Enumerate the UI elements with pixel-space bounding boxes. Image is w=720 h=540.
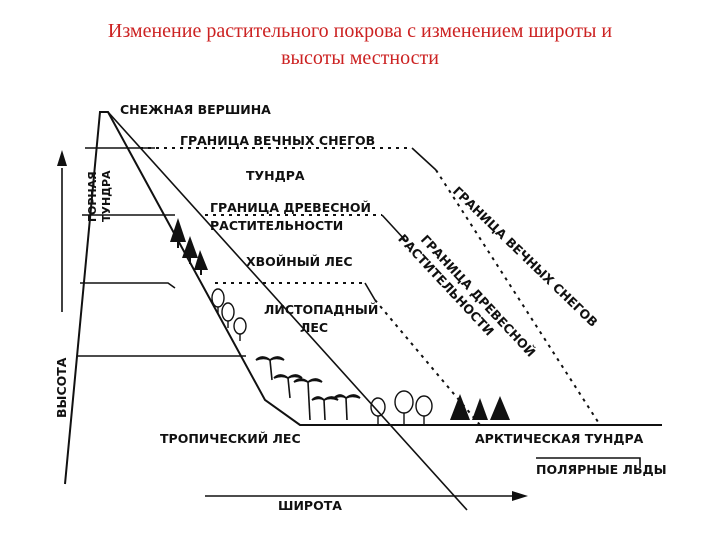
- arrow-up-icon: [57, 150, 67, 166]
- label-tree-line-1: ГРАНИЦА ДРЕВЕСНОЙ: [210, 200, 371, 215]
- axis-x-label: ШИРОТА: [278, 498, 342, 513]
- label-arctic-tundra: АРКТИЧЕСКАЯ ТУНДРА: [475, 431, 644, 446]
- label-mountain-tundra: ГОРНАЯ ТУНДРА: [86, 170, 113, 222]
- label-snow-line: ГРАНИЦА ВЕЧНЫХ СНЕГОВ: [180, 133, 375, 148]
- label-tree-line-2: РАСТИТЕЛЬНОСТИ: [210, 218, 343, 233]
- mountain-right-slope: [107, 111, 468, 511]
- label-tropical: ТРОПИЧЕСКИЙ ЛЕС: [160, 431, 301, 446]
- label-deciduous-1: ЛИСТОПАДНЫЙ: [264, 302, 378, 317]
- deciduous-tree-icon: [211, 288, 247, 341]
- polar-ice-bracket: [536, 457, 641, 468]
- conifer-tree-icon: [170, 218, 208, 275]
- palm-tree-icon: [255, 356, 361, 421]
- arrow-right-icon: [512, 491, 528, 501]
- label-polar-ice: ПОЛЯРНЫЕ ЛЬДЫ: [536, 462, 667, 477]
- slide-title: Изменение растительного покрова с измене…: [0, 18, 720, 72]
- label-deciduous-2: ЛЕС: [300, 320, 328, 335]
- tree-boundary-right: [381, 214, 406, 241]
- conifer-tree-icon: [450, 394, 510, 420]
- label-coniferous: ХВОЙНЫЙ ЛЕС: [246, 254, 353, 269]
- title-line-2: высоты местности: [281, 47, 439, 69]
- title-line-1: Изменение растительного покрова с измене…: [107, 20, 613, 42]
- latitude-snow-line-dash: [435, 169, 601, 426]
- axis-y-label: ВЫСОТА: [54, 357, 69, 418]
- label-snow-peak: СНЕЖНАЯ ВЕРШИНА: [120, 102, 271, 117]
- label-mountain-tundra-1: ГОРНАЯ: [86, 171, 99, 222]
- label-mountain-tundra-2: ТУНДРА: [100, 170, 113, 222]
- deciduous-lower-right: [364, 282, 376, 301]
- label-diag-tree-2: РАСТИТЕЛЬНОСТИ: [395, 231, 497, 339]
- coniferous-upper-boundary: [80, 282, 176, 289]
- snow-boundary-right: [411, 147, 437, 171]
- deciduous-tree-icon: [370, 390, 433, 424]
- label-tundra: ТУНДРА: [246, 168, 305, 183]
